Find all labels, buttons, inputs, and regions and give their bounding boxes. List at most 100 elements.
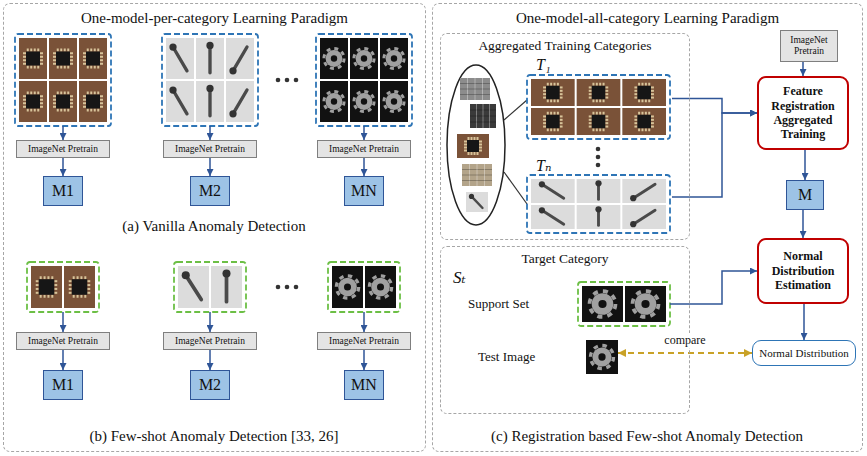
screw-shaft [225,274,229,302]
chip-pin [83,102,86,104]
chip-pin [57,92,59,95]
chip-pin [543,115,546,117]
chip-pin [40,63,43,65]
chip-pin [464,150,467,152]
chip-pin [645,83,647,86]
box-label: One-model-per-category Learning Paradigm [4,10,425,27]
chip-pin [64,66,66,69]
chip-pin [557,112,559,115]
chip-pin [550,112,552,115]
box-label: Aggregated Training Categories [441,38,689,54]
screw-shaft [633,184,655,198]
dashed-group-box [527,75,670,139]
texture-line [460,89,490,90]
gear-hole [331,98,337,104]
chip-body [592,115,606,129]
chip-pin [599,99,601,102]
gear-hole [361,55,367,61]
chip-pin [554,83,556,86]
chip-pin [592,83,594,86]
chip-pin [30,66,32,69]
chip-pin [34,66,36,69]
chip-body [546,115,560,129]
chip-pin [70,99,73,101]
chip-pin [547,128,549,131]
gear-hole [344,283,351,290]
chip-body [637,86,651,100]
arrow-line [209,126,211,140]
chip-pin [83,99,86,101]
chip-image [19,38,47,79]
chip-pin [69,288,72,290]
pool-link [504,100,527,120]
screw-head [206,85,213,92]
chip-pin [67,109,69,112]
gear-image [586,340,618,374]
chip-pin [605,93,608,95]
pretrain-box: ImageNet Pretrain [317,140,411,158]
connector [363,158,365,176]
chip-pin [100,59,103,61]
gear-hole [598,300,606,308]
screw-image [531,205,575,229]
box-label: Normal Distribution Estimation [763,249,843,292]
chip-pin [100,63,103,65]
chip-pin [51,295,53,298]
caption: (c) Registration based Few-shot Anomaly … [491,428,803,445]
box-sublabel: Sₜ [453,267,466,288]
chip-pin [638,112,640,115]
connector [803,304,805,340]
chip-pin [603,128,605,131]
chip-pin [83,63,86,65]
screw-image [226,81,254,122]
box-label: ImageNet Pretrain [175,336,245,347]
screw-head [595,206,601,212]
chip-image [79,38,107,79]
dashed-group-box [328,262,400,312]
chip-pin [634,93,637,95]
chip-pin [589,97,592,99]
screw-head [630,221,636,227]
chip-pin [589,122,592,124]
chip-image [622,79,666,106]
chip-pin [651,86,654,88]
screw-head [229,67,236,74]
chip-pin [547,112,549,115]
chip-pin [53,59,56,61]
chip-pin [94,66,96,69]
chip-pin [651,126,654,128]
chip-pin [40,106,43,108]
box-label: Test Image [478,349,535,365]
screw-image [531,179,575,203]
gear-body [326,93,343,110]
chip-pin [67,66,69,69]
category-pool [447,65,505,225]
chip-pin [44,295,46,298]
pretrain-box: ImageNet Pretrain [780,30,838,62]
chip-pin [87,280,90,282]
connector [672,99,757,114]
dashed-group-box [174,262,246,312]
chip-pin [87,284,90,286]
chip-pin [605,97,608,99]
box-label: M1 [52,182,74,200]
box-label: Support Set [468,296,529,312]
chip-pin [27,92,29,95]
gear-body [371,278,390,297]
chip-body [26,52,40,66]
box-label: ImageNet Pretrain [28,144,98,155]
test-image: Test Image [478,340,618,374]
chip-pin [648,83,650,86]
box-label: ImageNet Pretrain [175,144,245,155]
chip-pin [30,92,32,95]
gear-teeth [384,91,404,111]
chip-pin [70,95,73,97]
group-box: Aggregated Training CategoriesT₁Tₙ [440,33,690,240]
screw-image [178,266,209,308]
texture-line [489,104,490,128]
box-label: M1 [52,376,74,394]
gear-hole [641,300,649,308]
screw-image [577,179,621,203]
chip-pin [77,295,79,298]
